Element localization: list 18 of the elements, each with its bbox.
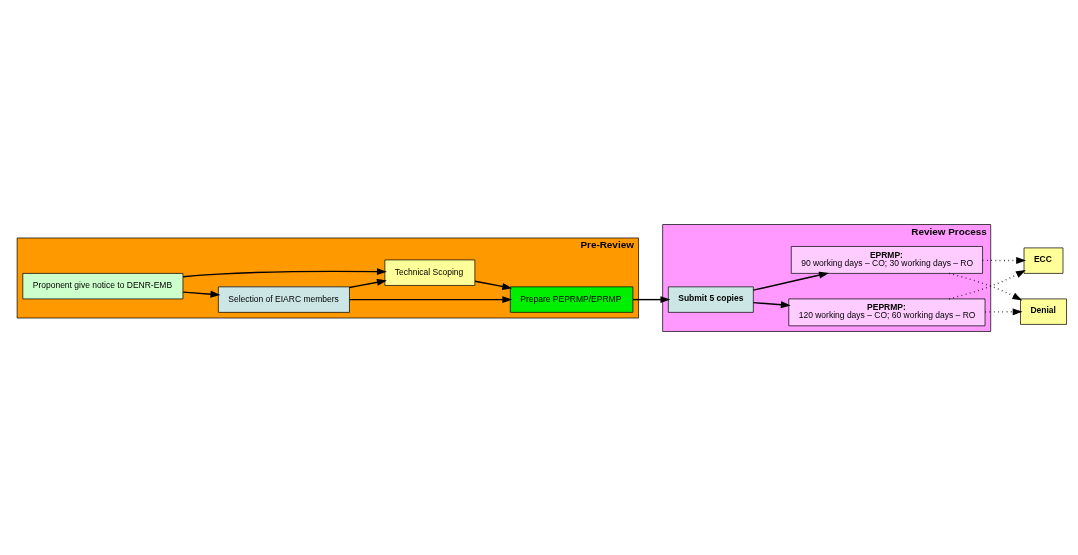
node-box: PEPRMP: 120 working days – CO; 60 working days – RO	[788, 298, 986, 326]
node-box: Prepare PEPRMP/EPRMP	[509, 286, 634, 313]
node-box: Denial	[1020, 298, 1067, 325]
node-box: Submit 5 copies	[667, 286, 754, 313]
node-box: Proponent give notice to DENR-EMB	[22, 272, 184, 299]
arrow	[348, 295, 513, 303]
node-box: EPRMP: 90 working days – CO; 30 working days – RO	[790, 245, 983, 274]
arrow	[632, 295, 671, 303]
arrow	[752, 300, 791, 308]
node-box: Selection of EIARC members	[218, 286, 350, 313]
arrow	[984, 307, 1023, 315]
arrow	[182, 267, 387, 277]
arrow	[348, 278, 387, 288]
arrow	[182, 290, 221, 298]
arrow	[752, 271, 829, 291]
node-box: Technical Scoping	[384, 259, 476, 286]
arrow	[474, 280, 513, 290]
node-box: ECC	[1023, 247, 1064, 274]
